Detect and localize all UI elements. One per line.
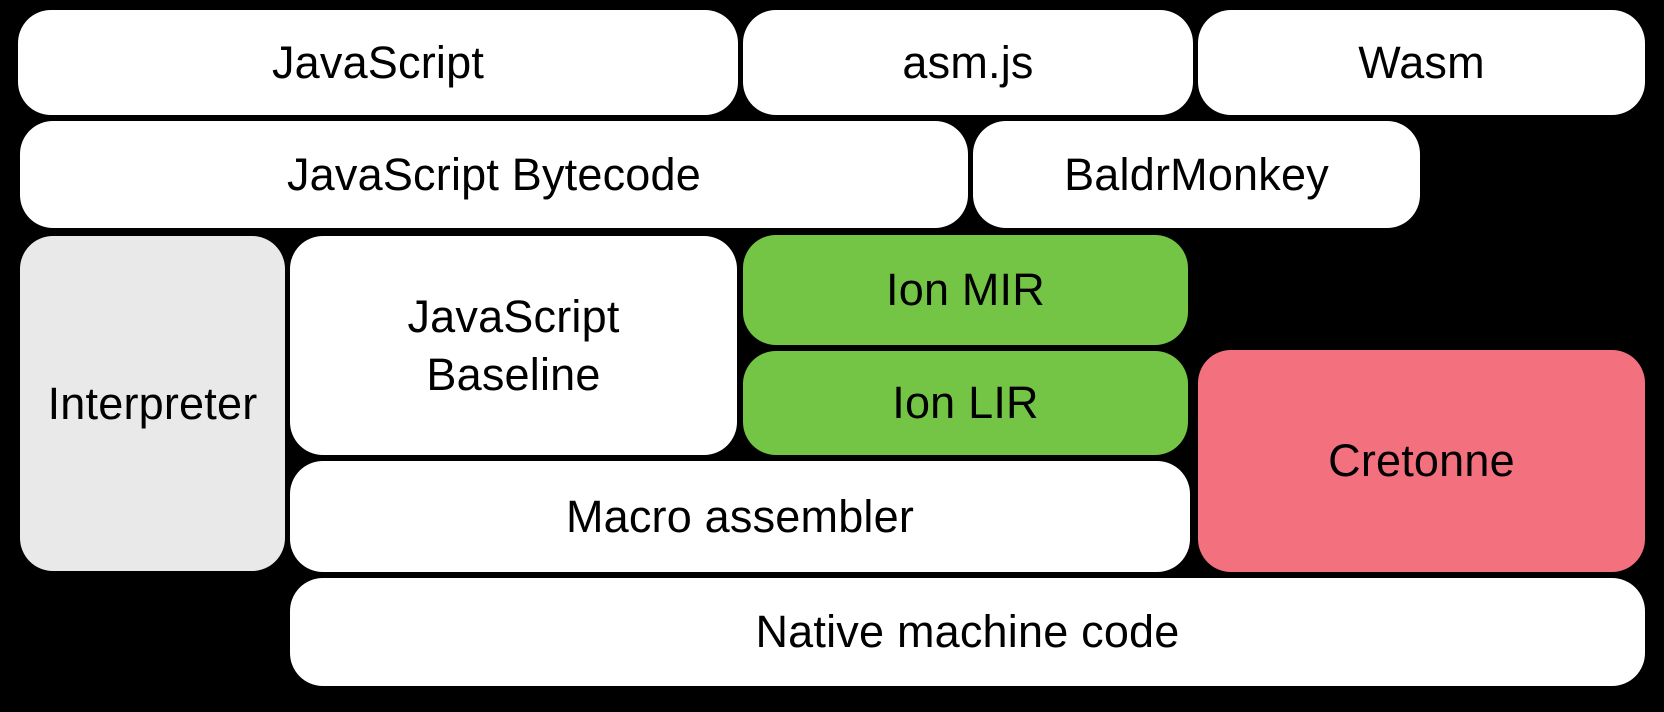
native-machine-code-label: Native machine code bbox=[755, 606, 1180, 658]
asmjs-box: asm.js bbox=[743, 10, 1193, 115]
javascript-bytecode-box: JavaScript Bytecode bbox=[20, 121, 968, 228]
cretonne-label: Cretonne bbox=[1328, 435, 1515, 487]
baldrmonkey-label: BaldrMonkey bbox=[1064, 148, 1329, 200]
javascript-label: JavaScript bbox=[271, 36, 485, 88]
asmjs-label: asm.js bbox=[902, 36, 1034, 88]
ion-lir-box: Ion LIR bbox=[743, 351, 1188, 455]
ion-lir-label: Ion LIR bbox=[892, 377, 1039, 429]
wasm-label: Wasm bbox=[1358, 36, 1485, 88]
cretonne-box: Cretonne bbox=[1198, 350, 1645, 572]
baldrmonkey-box: BaldrMonkey bbox=[973, 121, 1420, 228]
javascript-box: JavaScript bbox=[18, 10, 738, 115]
javascript-baseline-label-line1: JavaScript bbox=[407, 290, 620, 342]
ion-mir-box: Ion MIR bbox=[743, 235, 1188, 345]
javascript-bytecode-label: JavaScript Bytecode bbox=[286, 148, 701, 200]
macro-assembler-box: Macro assembler bbox=[290, 461, 1190, 572]
javascript-baseline-label-line2: Baseline bbox=[426, 348, 601, 400]
javascript-baseline-box: JavaScript Baseline bbox=[290, 236, 737, 455]
macro-assembler-label: Macro assembler bbox=[565, 490, 915, 542]
interpreter-box: Interpreter bbox=[20, 236, 285, 571]
ion-mir-label: Ion MIR bbox=[886, 264, 1045, 316]
interpreter-label: Interpreter bbox=[47, 377, 258, 429]
wasm-box: Wasm bbox=[1198, 10, 1645, 115]
native-machine-code-box: Native machine code bbox=[290, 578, 1645, 686]
